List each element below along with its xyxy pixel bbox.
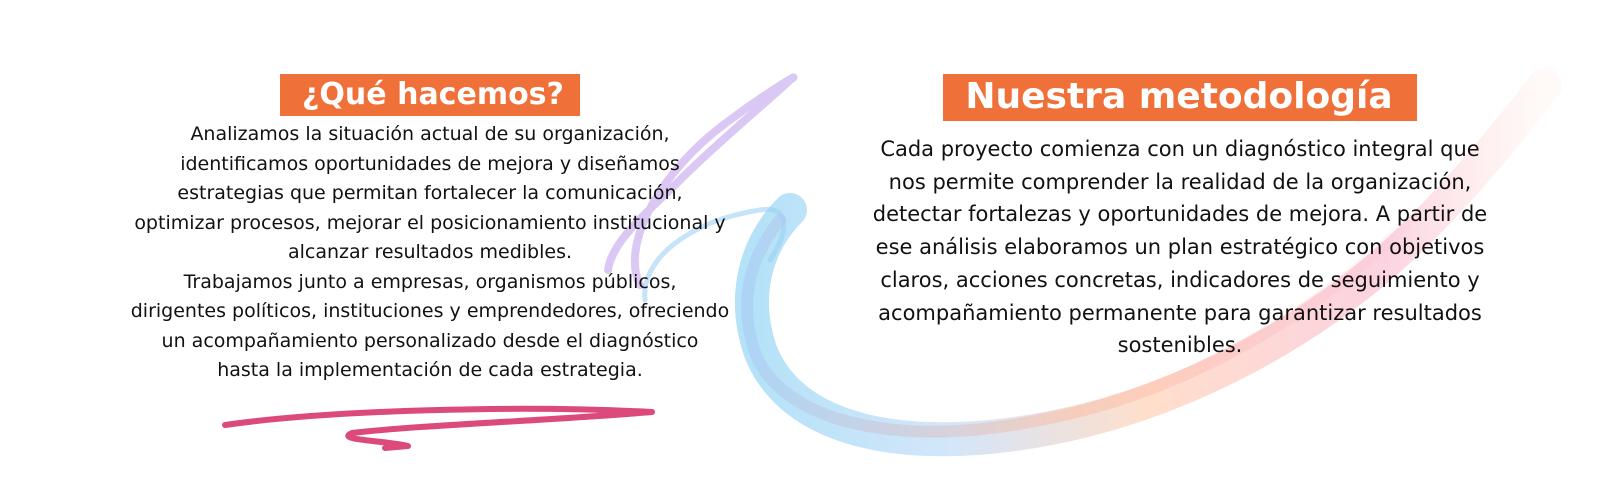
que-hacemos-heading: ¿Qué hacemos? — [280, 74, 580, 116]
rainbow-swirl-icon — [604, 68, 1562, 457]
metodologia-body: Cada proyecto comienza con un diagnóstic… — [872, 137, 1488, 358]
pink-scribble-icon — [222, 405, 655, 451]
que-hacemos-body: Analizamos la situación actual de su org… — [130, 123, 730, 381]
metodologia-heading: Nuestra metodología — [943, 74, 1417, 121]
metodologia-section: Nuestra metodología Cada proyecto comien… — [830, 74, 1530, 362]
que-hacemos-section: ¿Qué hacemos? Analizamos la situación ac… — [80, 74, 780, 386]
